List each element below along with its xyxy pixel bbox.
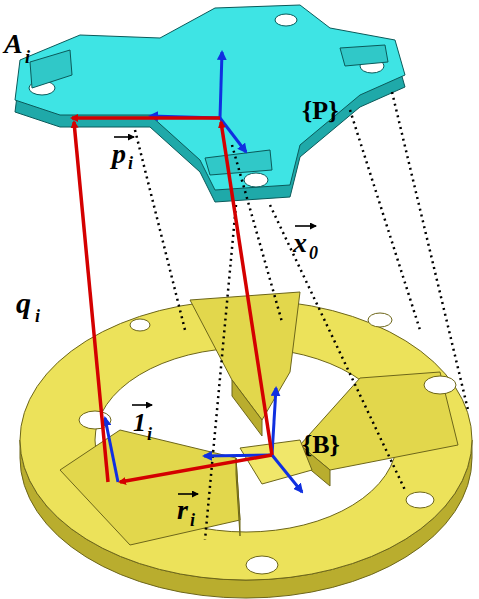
vector-name: p — [112, 140, 126, 168]
moving-platform — [15, 5, 405, 202]
vector-name: 1 — [133, 410, 146, 436]
subscript: 0 — [309, 244, 318, 262]
leg-lines — [135, 92, 468, 540]
vector-name: q — [16, 288, 31, 318]
frame-name: {B} — [302, 432, 340, 458]
vector-lines — [72, 118, 272, 482]
frame-name: {P} — [302, 98, 338, 124]
subscript: i — [35, 307, 40, 325]
subscript: i — [25, 48, 30, 66]
vector-accents — [114, 137, 316, 494]
vector-name: r — [177, 496, 188, 524]
subscript: i — [128, 154, 133, 172]
vector-name: x — [293, 229, 307, 257]
subscript: i — [147, 425, 152, 443]
point-name: A — [4, 30, 23, 58]
subscript: i — [190, 511, 195, 529]
base-ring — [20, 292, 472, 598]
